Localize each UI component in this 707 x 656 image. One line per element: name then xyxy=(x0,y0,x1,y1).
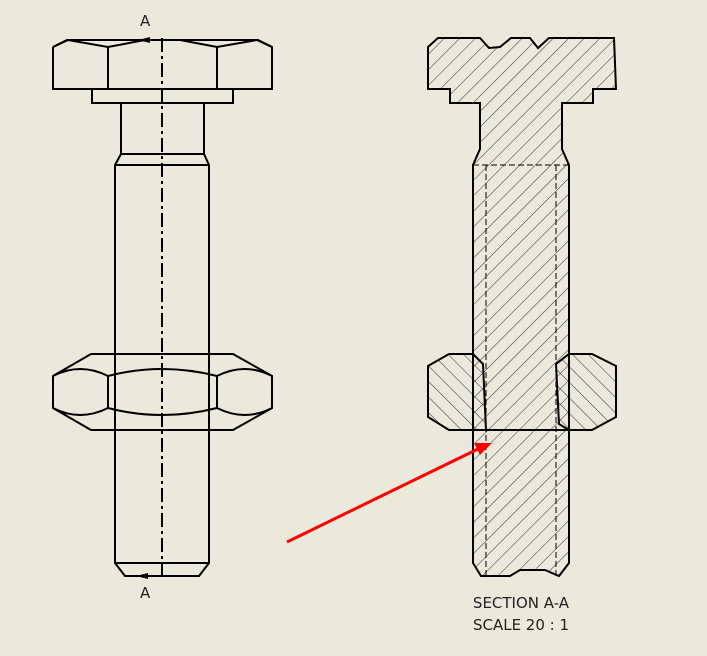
nut-section-right xyxy=(554,353,617,431)
bolt-elevation-view xyxy=(52,37,273,579)
section-marker-top-label: A xyxy=(140,12,151,30)
section-marker-bottom-label: A xyxy=(140,584,151,602)
bolt-section xyxy=(427,37,618,578)
section-arrow-top xyxy=(138,37,150,43)
section-view xyxy=(427,37,618,578)
section-scale: SCALE 20 : 1 xyxy=(472,616,570,634)
annotation-arrow xyxy=(286,443,492,544)
nut-section-left xyxy=(427,353,488,431)
section-title: SECTION A-A xyxy=(472,594,570,612)
thread-hidden-lines xyxy=(473,164,569,576)
section-arrow-bottom xyxy=(136,573,148,579)
